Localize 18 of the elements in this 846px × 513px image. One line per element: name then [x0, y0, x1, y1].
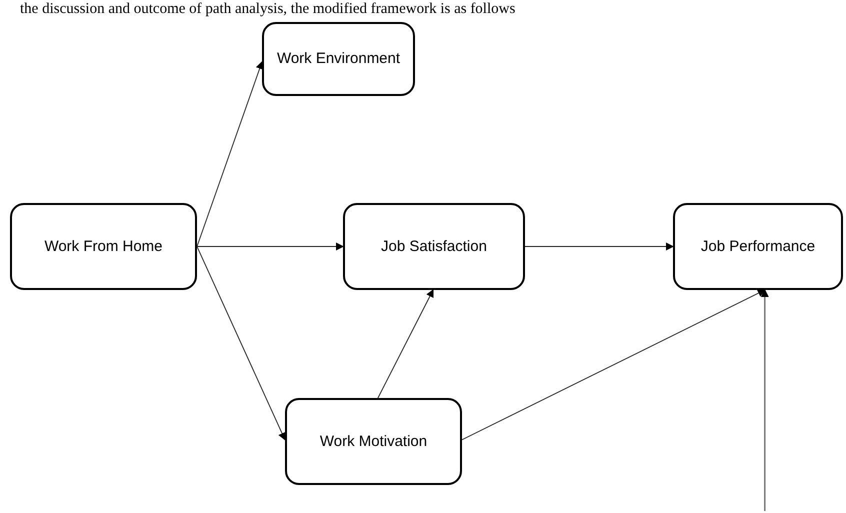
box-label: Work Environment [276, 49, 400, 69]
rounded-box [285, 398, 462, 485]
box-label: Work From Home [44, 236, 163, 256]
arrow [462, 290, 766, 440]
arrow [196, 242, 344, 250]
arrow [760, 289, 769, 511]
rounded-box [343, 203, 525, 290]
rounded-box [673, 203, 843, 290]
box-label: Job Performance [700, 236, 816, 256]
rounded-box [262, 22, 415, 96]
arrow [196, 61, 264, 247]
box-label: Job Satisfaction [381, 236, 487, 256]
arrow [196, 246, 286, 441]
intro-sentence: the discussion and outcome of path analysis, the modified framework is as follows [20, 0, 516, 18]
arrow [377, 289, 434, 398]
arrow [524, 242, 674, 250]
box-label: Work Motivation [320, 432, 428, 452]
rounded-box [10, 203, 197, 290]
